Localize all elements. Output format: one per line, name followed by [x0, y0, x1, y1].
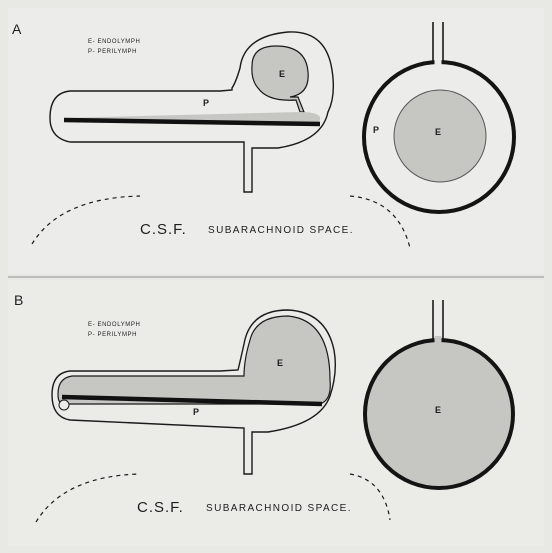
panel-b-sac-label: E: [277, 358, 283, 368]
panel-b-legend-perilymph: P- PERILYMPH: [88, 332, 137, 338]
panel-a-csf-label: C.S.F.: [140, 221, 187, 238]
panel-b-csf-label: C.S.F.: [137, 499, 184, 516]
panel-a-cross-endolymph-label: E: [435, 127, 441, 137]
panel-b-subarachnoid-label: SUBARACHNOID SPACE.: [206, 503, 352, 514]
panel-a-cross-duct-gap: [435, 58, 442, 66]
panel-b-perilymph-label: P: [193, 407, 199, 417]
panel-a-letter: A: [12, 21, 22, 37]
panel-b-cross-duct-gap: [435, 336, 442, 344]
panel-b-letter: B: [14, 292, 23, 308]
panel-a-sac-label: E: [279, 69, 285, 79]
panel-b-cross-endolymph-label: E: [435, 405, 441, 415]
panel-a-perilymph-label: P: [203, 98, 209, 108]
panel-a-legend-perilymph: P- PERILYMPH: [88, 49, 137, 55]
panel-b-legend-endolymph: E- ENDOLYMPH: [88, 322, 140, 328]
panel-a-cross-perilymph-label: P: [373, 125, 379, 135]
panel-a-subarachnoid-label: SUBARACHNOID SPACE.: [208, 225, 354, 236]
panel-b-helicotrema: [59, 400, 69, 410]
panel-a-legend-endolymph: E- ENDOLYMPH: [88, 39, 140, 45]
